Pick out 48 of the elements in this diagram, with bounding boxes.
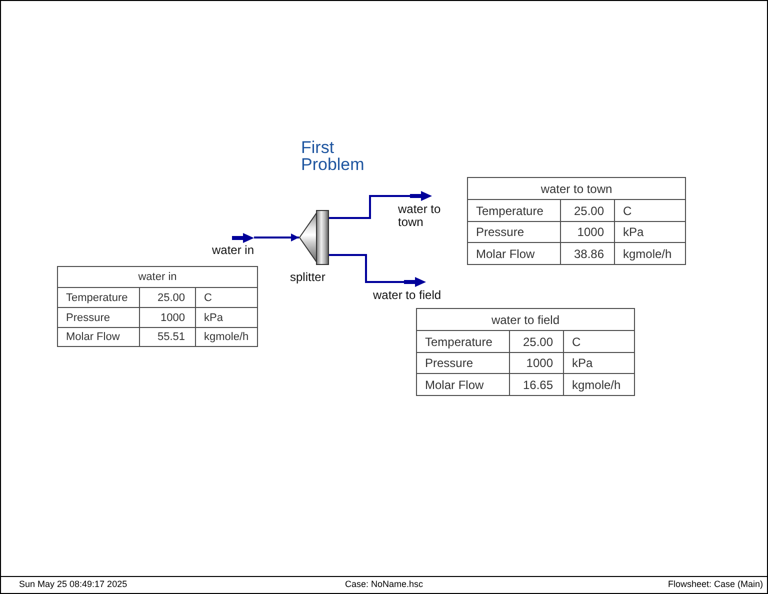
table-header: water to field [490,312,561,328]
property-value: 16.65 [509,373,563,395]
unit-text: kgmole/h [195,327,257,346]
property-value: 25.00 [509,330,563,352]
stream-arrow-icon [232,232,254,244]
property-value: 1000 [560,221,614,242]
splitter-icon [299,210,329,265]
unit-text: kPa [614,221,685,242]
property-value: 25.00 [560,199,614,221]
stream-label: water to town [398,203,442,229]
unit-label: splitter [290,271,326,284]
diagram-title: First Problem [301,139,366,173]
property-label: Pressure [58,307,139,327]
property-label: Temperature [468,199,560,221]
case-file-label: Case: NoName.hsc [344,579,424,590]
property-label: Pressure [417,352,509,373]
flowsheet-label: Flowsheet: Case (Main) [668,579,763,590]
property-value: 38.86 [560,242,614,264]
property-value: 25.00 [139,287,195,307]
unit-text: kPa [563,352,634,373]
property-label: Molar Flow [58,327,139,346]
property-value: 1000 [509,352,563,373]
connector-line [329,254,404,283]
stream-table [57,266,258,347]
unit-text: kgmole/h [563,373,634,395]
stream-label: water to field [373,289,442,302]
unit-text: kgmole/h [614,242,685,264]
arrow [254,234,299,242]
stream-arrow-icon [410,190,432,202]
stream-table [416,308,635,396]
stream-table [467,177,686,265]
unit-text: C [614,199,685,221]
property-label: Pressure [468,221,560,242]
property-value: 55.51 [139,327,195,346]
property-value: 1000 [139,307,195,327]
stream-arrow-icon [404,276,426,288]
connector-line [329,195,410,219]
timestamp-text: Sun May 25 08:49:17 2025 [19,579,128,590]
table-header: water to town [540,180,614,198]
table-header: water in [137,270,178,285]
property-label: Temperature [417,330,509,352]
stream-label: water in [212,244,254,257]
unit-text: C [563,330,634,352]
unit-text: C [195,287,257,307]
property-label: Temperature [58,287,139,307]
unit-text: kPa [195,307,257,327]
property-label: Molar Flow [417,373,509,395]
property-label: Molar Flow [468,242,560,264]
